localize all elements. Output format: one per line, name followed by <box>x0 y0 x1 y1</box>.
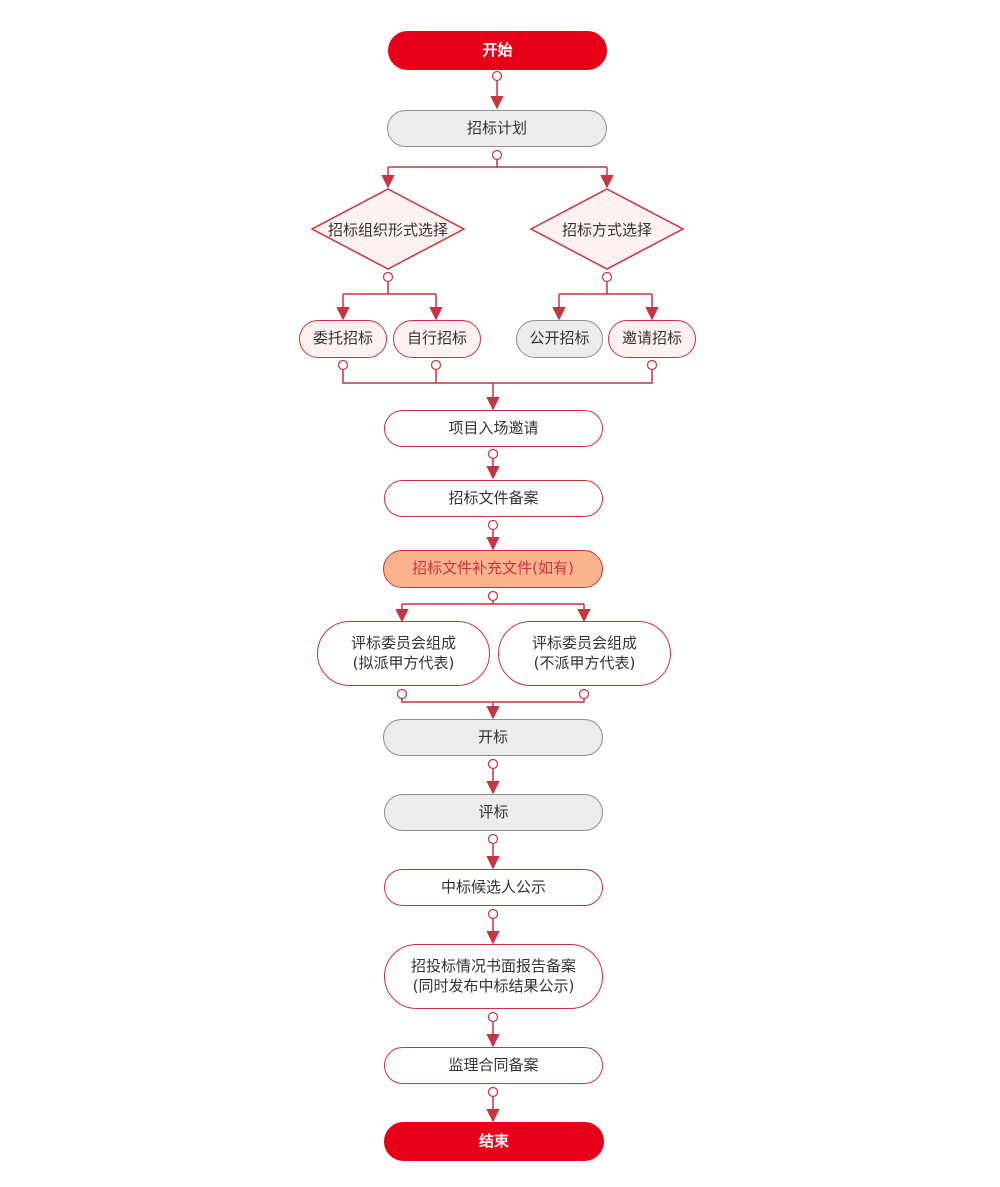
doc-supplement-node: 招标文件补充文件(如有) <box>383 550 603 588</box>
port-circle <box>487 1086 499 1098</box>
port-circle <box>487 908 499 920</box>
self-node: 自行招标 <box>393 320 481 358</box>
opening-node: 开标 <box>383 719 603 756</box>
contract-node: 监理合同备案 <box>384 1047 603 1084</box>
port-circle <box>491 149 503 161</box>
org-choice-diamond <box>310 188 466 270</box>
committee-a-node: 评标委员会组成 (拟派甲方代表) <box>317 621 490 686</box>
project-entry-node: 项目入场邀请 <box>384 410 603 447</box>
committee-b-node: 评标委员会组成 (不派甲方代表) <box>498 621 671 686</box>
candidate-node: 中标候选人公示 <box>384 869 603 906</box>
method-choice-diamond <box>529 188 685 270</box>
port-circle <box>601 271 613 283</box>
port-circle <box>487 590 499 602</box>
port-circle <box>382 271 394 283</box>
plan-node: 招标计划 <box>387 110 607 147</box>
port-circle <box>487 833 499 845</box>
port-circle <box>396 688 408 700</box>
port-circle <box>337 359 349 371</box>
port-circle <box>430 359 442 371</box>
evaluation-node: 评标 <box>384 794 603 831</box>
port-circle <box>646 359 658 371</box>
port-circle <box>487 448 499 460</box>
entrusted-node: 委托招标 <box>299 320 387 358</box>
port-circle <box>487 758 499 770</box>
port-circle <box>487 1011 499 1023</box>
start-node: 开始 <box>388 31 607 70</box>
port-circle <box>491 70 503 82</box>
report-node: 招投标情况书面报告备案 (同时发布中标结果公示) <box>384 944 603 1009</box>
port-circle <box>487 519 499 531</box>
org-choice-label: 招标组织形式选择 <box>327 220 448 239</box>
invite-node: 邀请招标 <box>608 320 696 358</box>
open-node: 公开招标 <box>516 320 603 358</box>
port-circle <box>578 688 590 700</box>
end-node: 结束 <box>384 1122 604 1161</box>
method-choice-label: 招标方式选择 <box>561 220 652 239</box>
doc-filing-node: 招标文件备案 <box>384 480 603 517</box>
